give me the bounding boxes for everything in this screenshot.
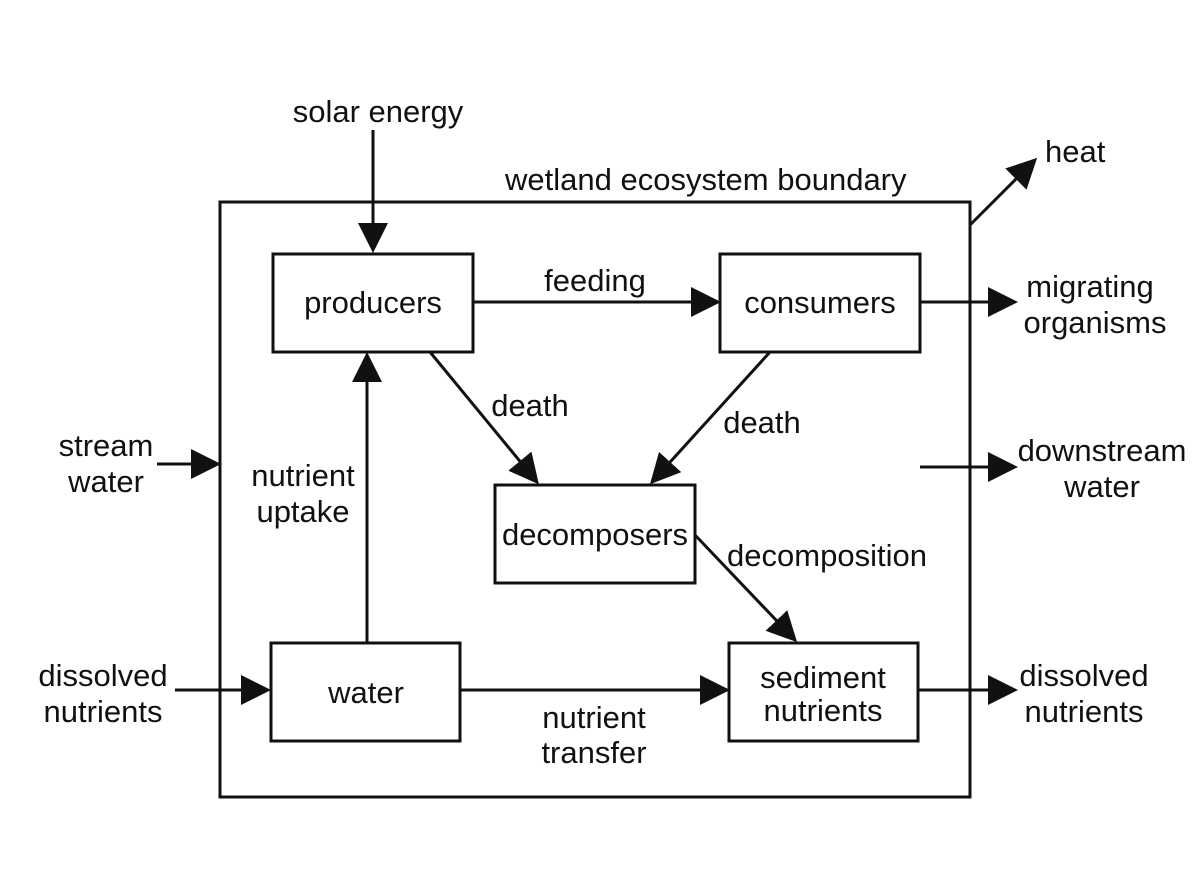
stream-water-label-line1: stream bbox=[59, 428, 154, 463]
stream-water-label-line2: water bbox=[67, 464, 144, 499]
node-producers-label: producers bbox=[304, 285, 442, 320]
arrows bbox=[157, 130, 1038, 705]
node-sediment-label-line2: nutrients bbox=[764, 693, 883, 728]
nutrient-transfer-label-line1: nutrient bbox=[542, 700, 646, 735]
decomposition-arrow bbox=[693, 533, 798, 643]
dissolved-out-label-line2: nutrients bbox=[1025, 694, 1144, 729]
node-decomposers: decomposers bbox=[493, 483, 697, 585]
solar-energy-label: solar energy bbox=[293, 94, 464, 129]
node-sediment-label-line1: sediment bbox=[760, 660, 886, 695]
boundary-label: wetland ecosystem boundary bbox=[504, 162, 907, 197]
dissolved-in-label-line2: nutrients bbox=[44, 694, 163, 729]
node-sediment-nutrients: sediment nutrients bbox=[727, 641, 920, 743]
dissolved-in-label-line1: dissolved bbox=[38, 658, 167, 693]
ecosystem-boundary bbox=[218, 200, 972, 799]
death-producers-label: death bbox=[491, 388, 569, 423]
downstream-label-line1: downstream bbox=[1018, 433, 1187, 468]
death-producers-arrow bbox=[428, 351, 539, 485]
node-water: water bbox=[269, 641, 462, 743]
dissolved-out-label-line1: dissolved bbox=[1019, 658, 1148, 693]
node-decomposers-label: decomposers bbox=[502, 517, 688, 552]
nutrient-uptake-label-line2: uptake bbox=[256, 494, 349, 529]
migrating-label-line1: migrating bbox=[1026, 269, 1154, 304]
decomposition-label: decomposition bbox=[727, 538, 927, 573]
downstream-label-line2: water bbox=[1063, 469, 1140, 504]
nutrient-transfer-label-line2: transfer bbox=[541, 735, 646, 770]
feeding-label: feeding bbox=[544, 263, 646, 298]
node-water-label: water bbox=[327, 675, 404, 710]
node-consumers: consumers bbox=[718, 252, 922, 354]
node-producers: producers bbox=[271, 252, 475, 354]
death-consumers-label: death bbox=[723, 405, 801, 440]
node-consumers-label: consumers bbox=[744, 285, 896, 320]
migrating-label-line2: organisms bbox=[1024, 305, 1167, 340]
nutrient-uptake-label-line1: nutrient bbox=[251, 458, 355, 493]
heat-label: heat bbox=[1045, 134, 1106, 169]
death-consumers-arrow bbox=[649, 350, 772, 485]
heat-arrow bbox=[968, 157, 1038, 227]
